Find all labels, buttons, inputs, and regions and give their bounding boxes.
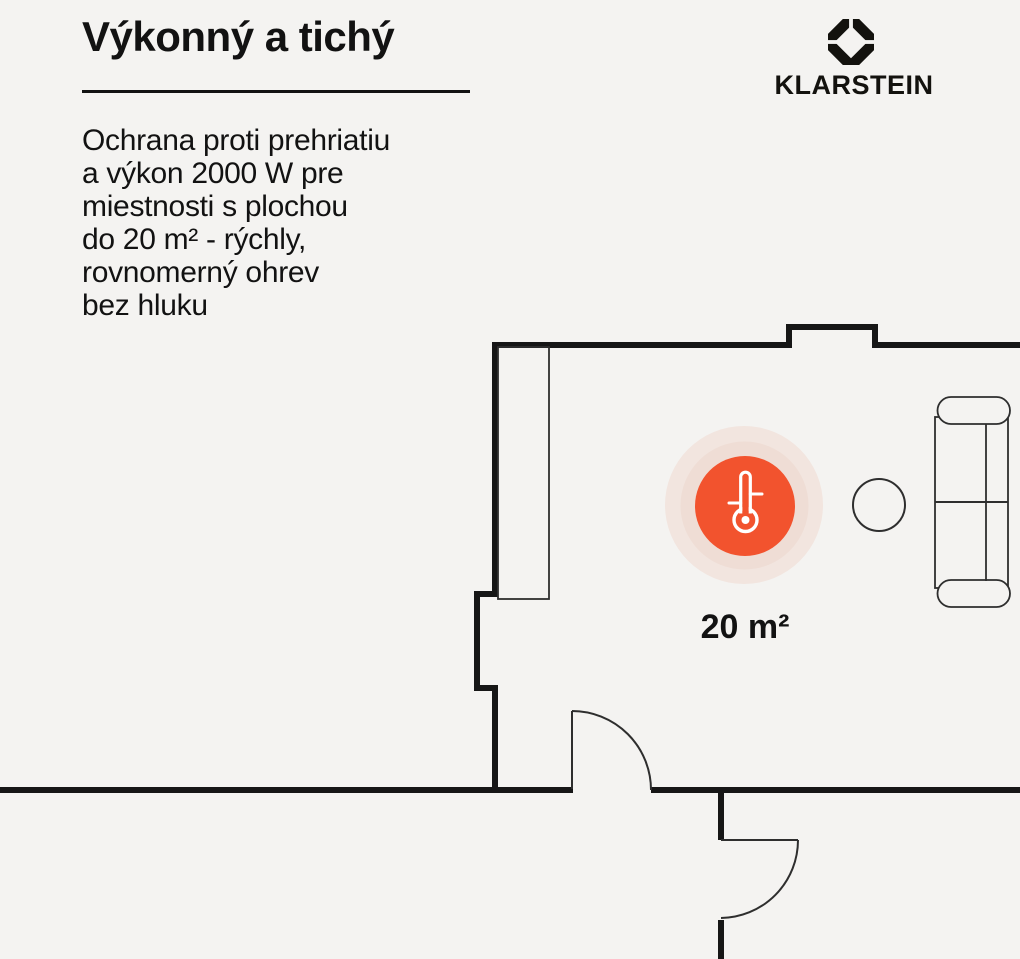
brand-wordmark: KLARSTEIN — [774, 70, 934, 100]
description-text: Ochrana proti prehriatiu a výkon 2000 W … — [82, 124, 390, 322]
side-door — [720, 839, 799, 919]
sofa-armrest-top — [936, 396, 1011, 425]
room-area-label: 20 m² — [700, 608, 790, 646]
klarstein-gem-icon — [827, 19, 875, 65]
sofa — [934, 396, 1011, 608]
wardrobe — [497, 346, 550, 600]
side-table — [852, 478, 906, 532]
door-swing-arc — [571, 710, 652, 791]
heater-marker — [665, 426, 823, 584]
page-title: Výkonný a tichý — [82, 13, 395, 60]
title-underline — [82, 90, 470, 93]
door-swing-arc — [720, 839, 799, 919]
thermometer-icon — [727, 470, 764, 534]
room-walls — [0, 324, 1020, 959]
wall-left-top — [474, 324, 1020, 793]
sofa-armrest-bottom — [936, 579, 1011, 608]
entry-door — [571, 710, 652, 791]
